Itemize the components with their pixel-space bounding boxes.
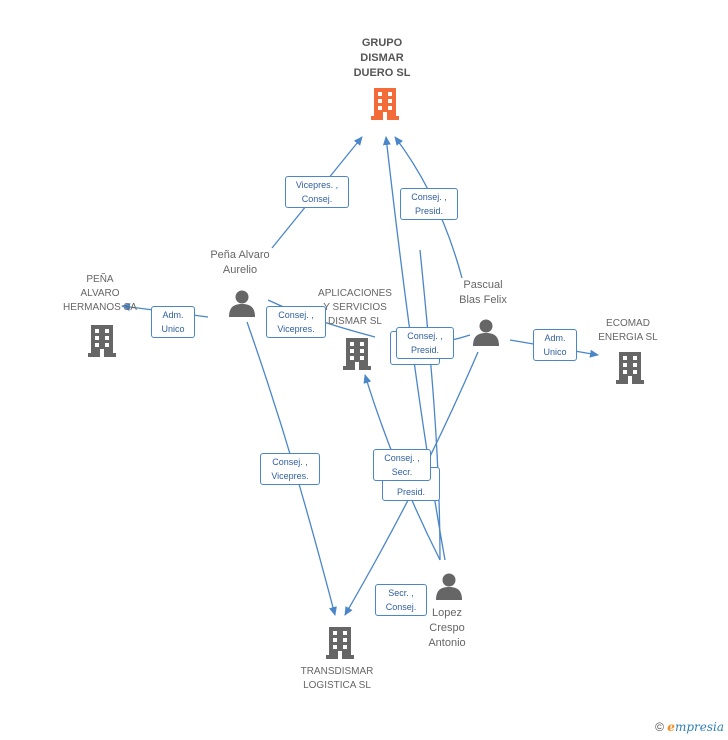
ecomad-label[interactable]: ECOMAD ENERGIA SL: [598, 318, 658, 343]
pena-hermanos-building-icon[interactable]: [88, 325, 116, 357]
aplicaciones-building-icon[interactable]: [343, 338, 371, 370]
lopez-person-icon[interactable]: [436, 573, 462, 601]
pascual-label[interactable]: Pascual Blas Felix: [459, 279, 507, 306]
empresia-logo: empresia: [667, 720, 724, 734]
edge-label-consej-secr[interactable]: Consej. , Secr.: [373, 449, 431, 481]
edge-lopez-grupo-2: [419, 249, 441, 561]
aplicaciones-label[interactable]: APLICACIONES Y SERVICIOS DISMAR SL: [318, 288, 392, 327]
lopez-label[interactable]: Lopez Crespo Antonio: [428, 607, 466, 649]
empresia-footer[interactable]: © empresia: [655, 720, 724, 734]
copyright-symbol: ©: [655, 720, 664, 734]
ecomad-building-icon[interactable]: [616, 352, 644, 384]
grupo-label[interactable]: GRUPO DISMAR DUERO SL: [353, 37, 411, 79]
edge-label-consej-presid-mid[interactable]: Consej. , Presid.: [396, 327, 454, 359]
pena-person-icon[interactable]: [229, 290, 255, 318]
edge-label-vicepres-consej[interactable]: Vicepres. , Consej.: [285, 176, 349, 208]
grupo-building-icon[interactable]: [371, 88, 399, 120]
edge-label-adm-unico-left[interactable]: Adm. Unico: [151, 306, 195, 338]
pascual-person-icon[interactable]: [473, 319, 499, 347]
edge-label-consej-vicepres-low[interactable]: Consej. , Vicepres.: [260, 453, 320, 485]
edge-label-adm-unico-right[interactable]: Adm. Unico: [533, 329, 577, 361]
transdismar-label[interactable]: TRANSDISMAR LOGISTICA SL: [300, 666, 374, 691]
edge-label-consej-presid-top[interactable]: Consej. , Presid.: [400, 188, 458, 220]
pena-person-label[interactable]: Peña Alvaro Aurelio: [210, 249, 270, 276]
edge-label-consej-vicepres-mid[interactable]: Consej. , Vicepres.: [266, 306, 326, 338]
edge-label-secr-consej[interactable]: Secr. , Consej.: [375, 584, 427, 616]
transdismar-building-icon[interactable]: [326, 627, 354, 659]
pena-hermanos-label[interactable]: PEÑA ALVARO HERMANOS SA: [63, 274, 137, 313]
